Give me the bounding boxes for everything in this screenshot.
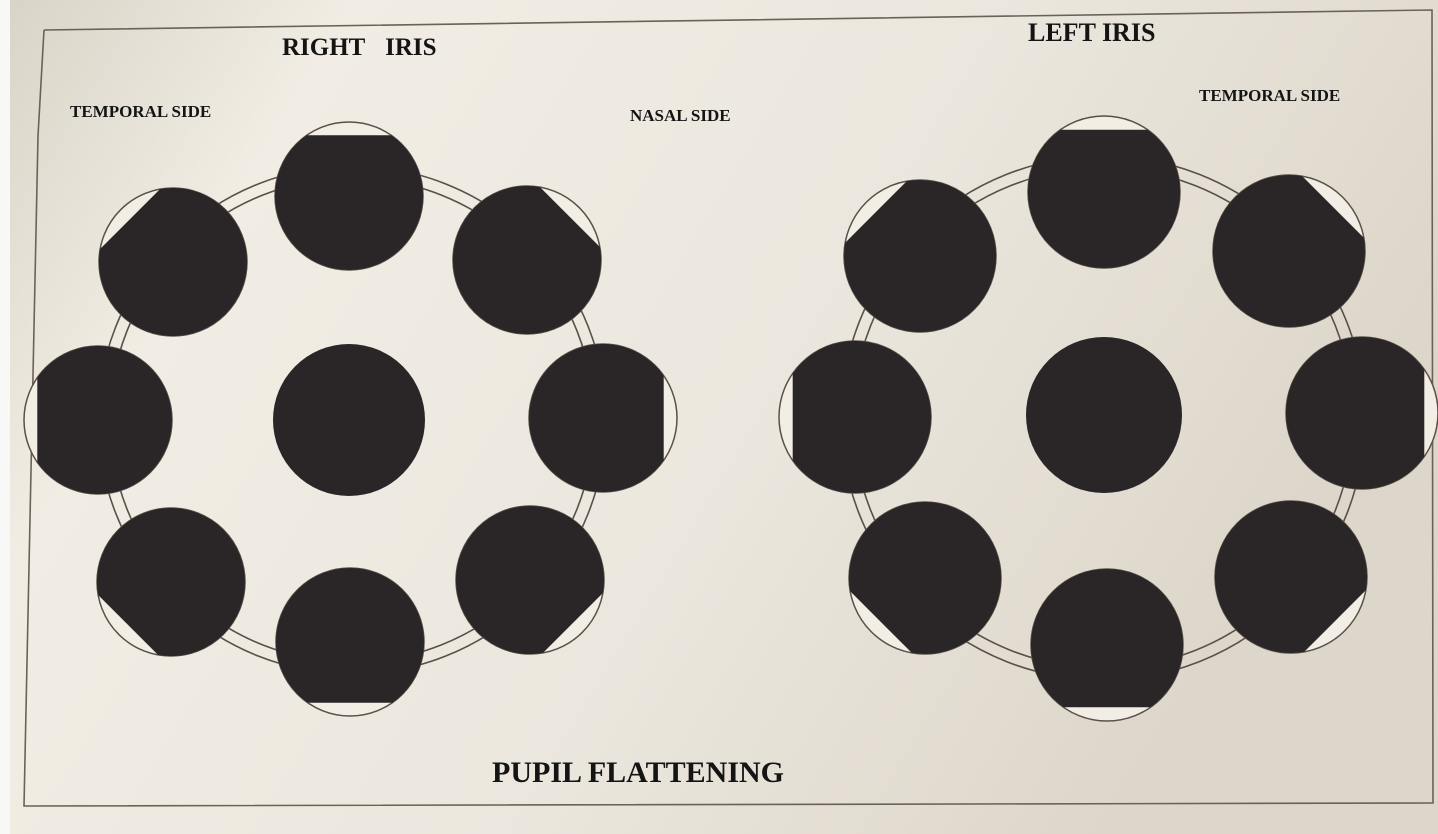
iris-group (23, 115, 1438, 722)
nasal-side-label: NASAL SIDE (630, 106, 731, 125)
right-iris-pupil-bottom-right-flattened (456, 506, 605, 655)
left-iris-pupil-left-flattened (792, 341, 932, 494)
left-iris-pupil-top-flattened (1028, 129, 1180, 269)
left-iris-pupil-top-right-flattened (1212, 175, 1365, 328)
right-iris-pupil-center (273, 344, 425, 496)
left-temporal-side-label: TEMPORAL SIDE (1199, 86, 1341, 105)
left-iris-title: LEFT IRIS (1028, 18, 1156, 47)
right-temporal-side-label: TEMPORAL SIDE (70, 102, 212, 121)
right-iris-pupil-top-right-flattened (453, 185, 602, 334)
right-iris-pupil-bottom-flattened (276, 568, 424, 703)
left-iris-pupil-top-left-flattened (844, 180, 997, 333)
right-iris-pupil-top-left-flattened (98, 187, 247, 336)
page-frame (23, 9, 1434, 807)
left-iris-pupil-bottom-right-flattened (1214, 500, 1367, 653)
pupil-flattening-title: PUPIL FLATTENING (492, 756, 784, 789)
right-iris-pupil-bottom-left-flattened (96, 508, 245, 657)
left-page-edge (0, 0, 10, 834)
left-iris-pupil-bottom-left-flattened (849, 501, 1002, 654)
right-iris-pupil-right-flattened (529, 344, 664, 492)
left-iris-pupil-right-flattened (1285, 337, 1425, 490)
right-iris-pupil-left-flattened (37, 346, 172, 494)
left-iris-pupil-bottom-flattened (1031, 568, 1184, 708)
right-iris-pupil-top-flattened (275, 135, 423, 270)
left-iris-pupil-center (1026, 337, 1182, 493)
right-iris-title: RIGHT IRIS (282, 34, 437, 61)
